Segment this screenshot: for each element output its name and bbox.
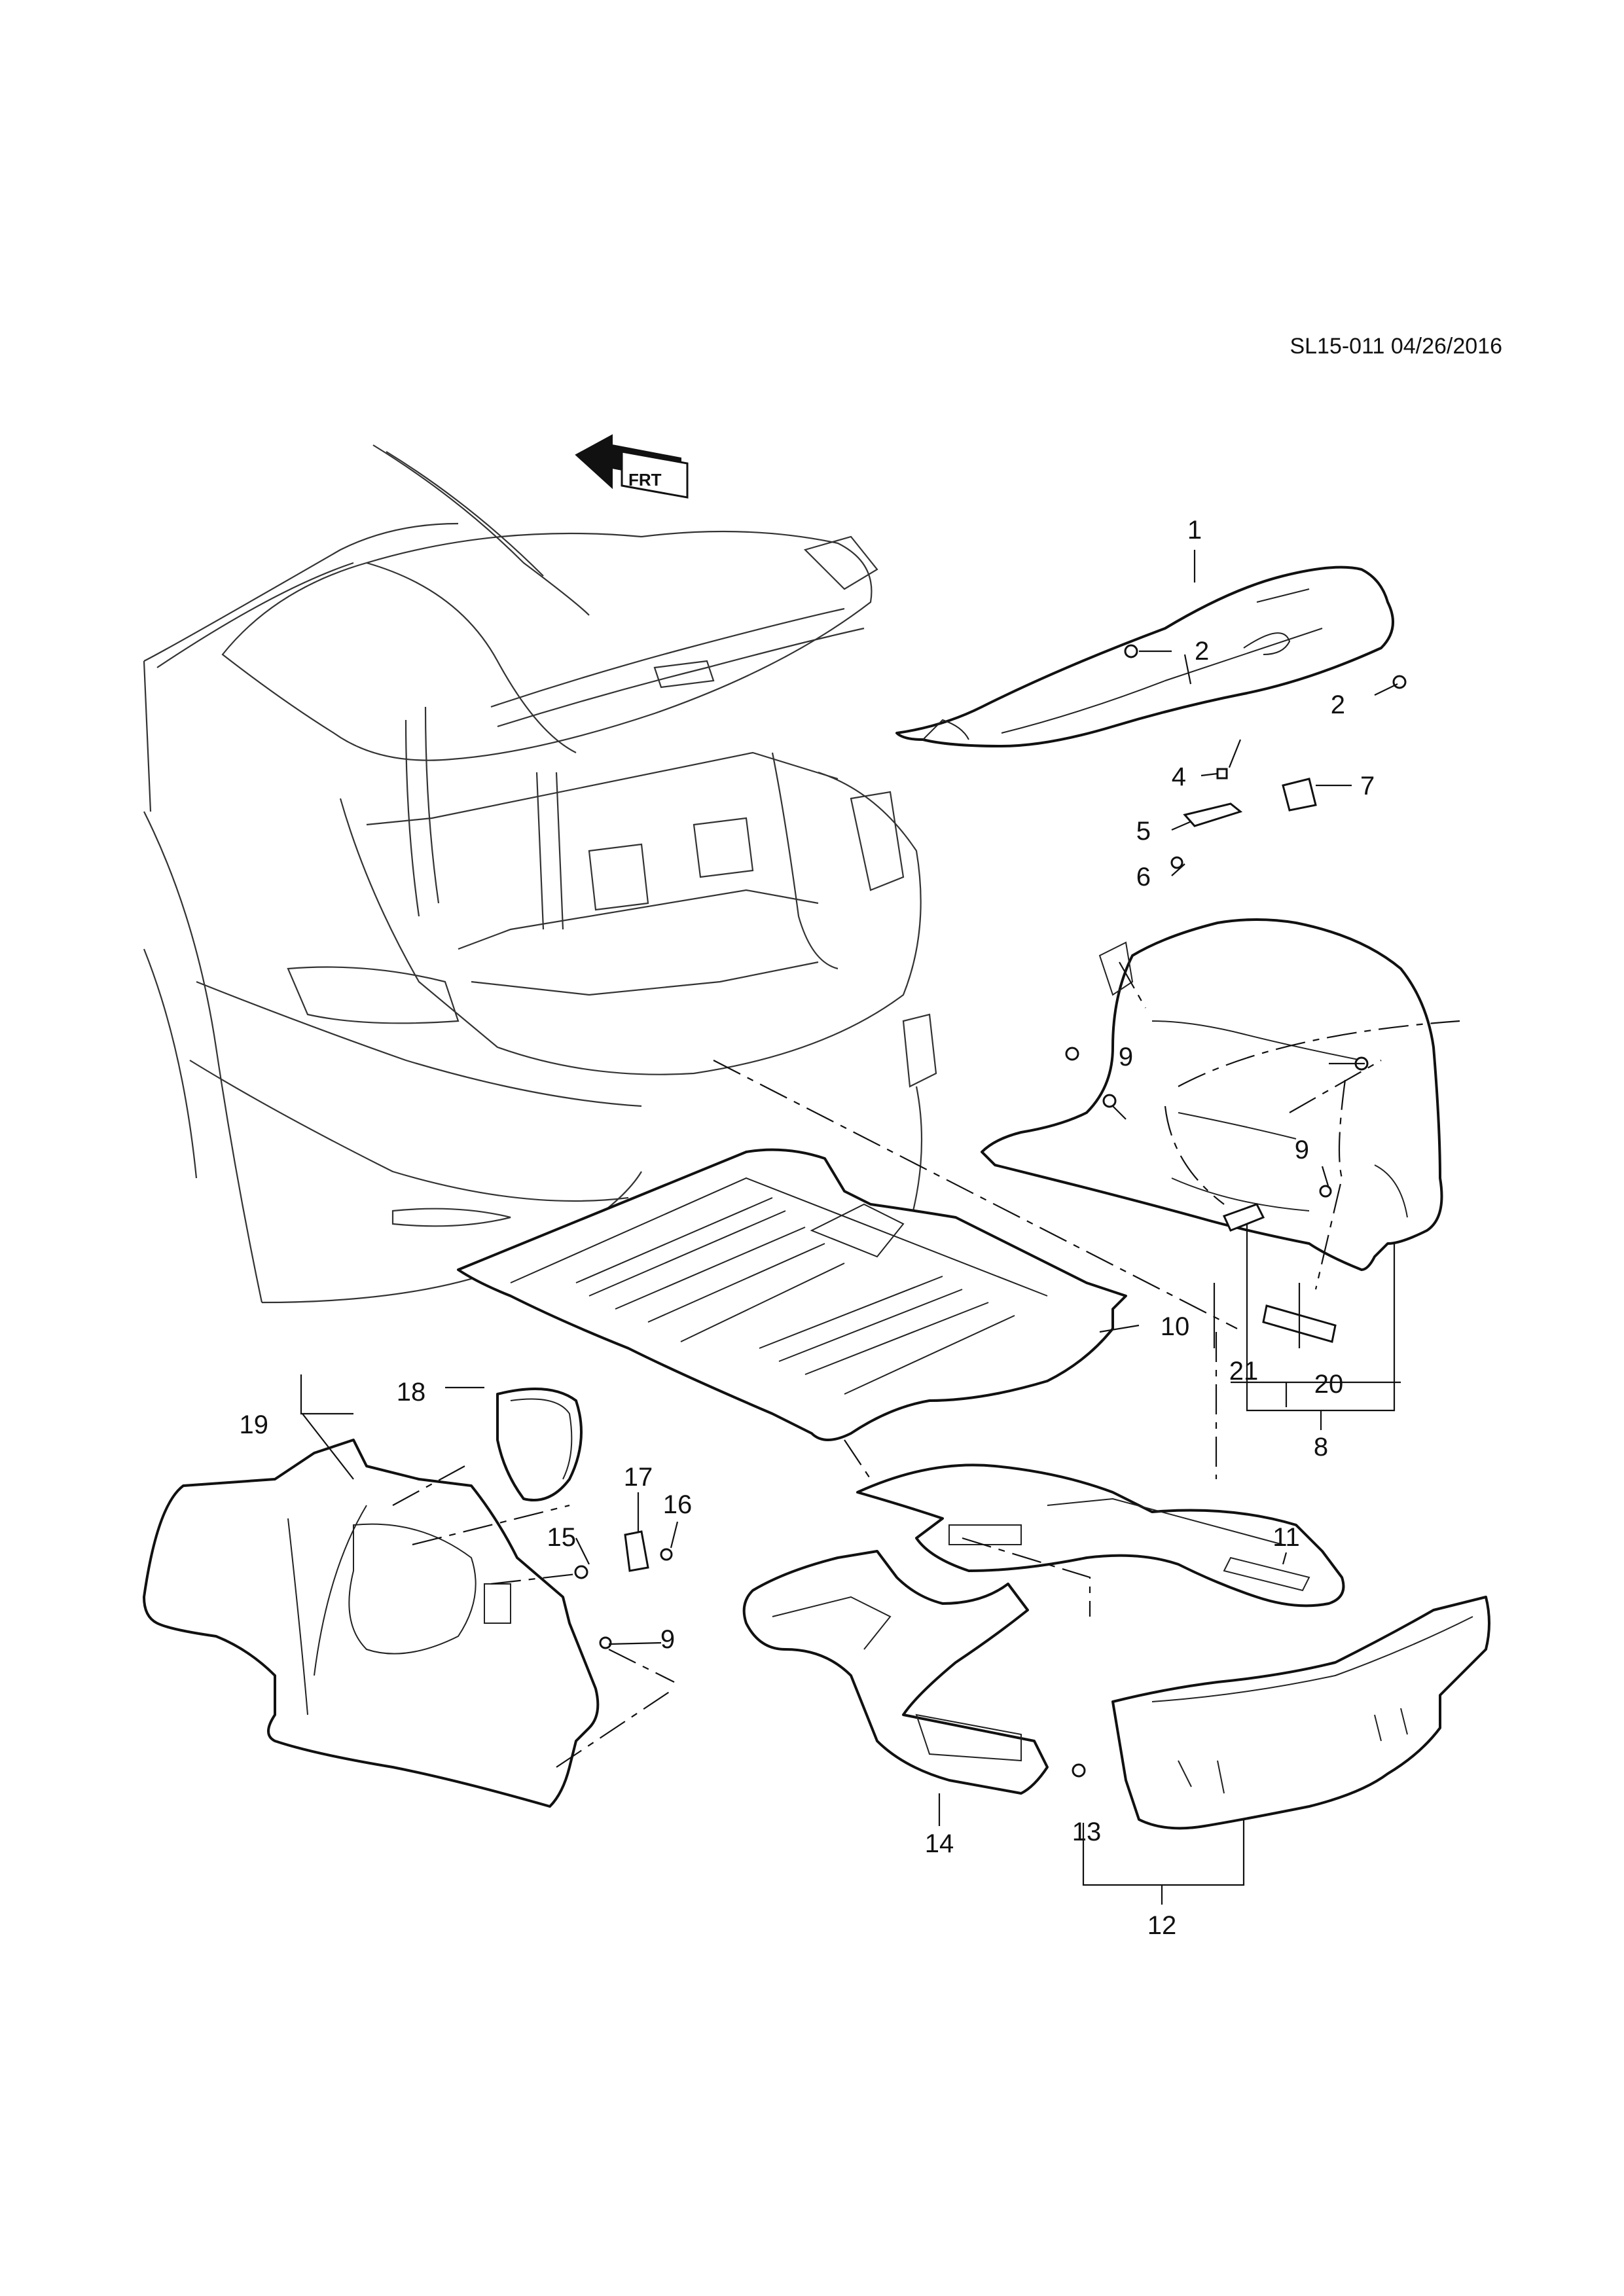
callout-17: 17 <box>624 1463 653 1492</box>
part-7-clip <box>1282 778 1317 812</box>
floor-ribs <box>575 1197 1015 1395</box>
part-11-trunk-floor-support <box>856 1463 1345 1607</box>
callout-11: 11 <box>1272 1523 1300 1552</box>
part-16-screw <box>660 1548 673 1561</box>
part-8-trunk-side-trim-right <box>981 918 1443 1271</box>
part-17-latch <box>624 1530 649 1572</box>
callout-2-b: 2 <box>1331 691 1345 719</box>
callout-20: 20 <box>1314 1370 1344 1399</box>
part-13-push-pin <box>1072 1763 1086 1778</box>
part-21-pad <box>1222 1203 1265 1232</box>
callout-7: 7 <box>1360 772 1375 800</box>
callout-21: 21 <box>1229 1357 1259 1386</box>
part-19-trunk-side-trim-left <box>143 1439 600 1808</box>
callout-2-a: 2 <box>1195 637 1209 666</box>
vehicle-rear-outline <box>143 444 937 1304</box>
part-10-trunk-floor-panel <box>457 1148 1127 1441</box>
callout-4: 4 <box>1172 762 1186 791</box>
part-2-screw-a <box>1124 644 1138 658</box>
part-4-retainer <box>1216 768 1228 780</box>
front-direction-arrow-icon: FRT <box>575 434 689 499</box>
part-14-trunk-floor-support-front <box>742 1550 1049 1795</box>
callout-6: 6 <box>1136 863 1151 891</box>
part-6-screw <box>1170 856 1183 869</box>
callout-13: 13 <box>1072 1818 1102 1846</box>
callout-9-a: 9 <box>1119 1043 1133 1071</box>
callout-18: 18 <box>397 1378 426 1407</box>
assembly-brackets <box>1213 1224 1396 1430</box>
callout-8: 8 <box>1314 1433 1328 1462</box>
part-15-nut <box>574 1565 588 1579</box>
callout-labels: 1 2 2 4 5 6 7 8 9 9 9 10 11 12 13 14 15 … <box>240 516 1375 1940</box>
callout-12: 12 <box>1147 1911 1177 1940</box>
part-18-access-cover <box>496 1388 583 1501</box>
part-2-screw-b <box>1392 675 1407 689</box>
callout-1: 1 <box>1187 516 1202 545</box>
part-12-rear-sill-trim <box>1111 1596 1490 1830</box>
fasteners <box>574 644 1407 1778</box>
part-9-push-pin-e <box>599 1636 612 1649</box>
callout-9-b: 9 <box>1295 1136 1309 1164</box>
callout-16: 16 <box>663 1490 693 1519</box>
leader-lines <box>300 550 1401 1905</box>
installation-lines <box>392 654 1460 1768</box>
callout-9-c: 9 <box>660 1625 675 1654</box>
callout-15: 15 <box>547 1523 577 1552</box>
front-direction-label: FRT <box>628 470 662 490</box>
callout-14: 14 <box>925 1829 954 1858</box>
part-5-bracket <box>1183 802 1243 827</box>
callout-10: 10 <box>1161 1312 1190 1341</box>
part-1-rear-window-panel-trim <box>895 565 1394 747</box>
part-9-push-pin-a <box>1065 1047 1079 1061</box>
part-9-push-pin-d <box>1319 1185 1332 1198</box>
document-reference: SL15-011 04/26/2016 <box>1290 334 1502 359</box>
part-9-push-pin-b <box>1102 1094 1117 1108</box>
callout-5: 5 <box>1136 817 1151 846</box>
callout-19: 19 <box>240 1410 269 1439</box>
